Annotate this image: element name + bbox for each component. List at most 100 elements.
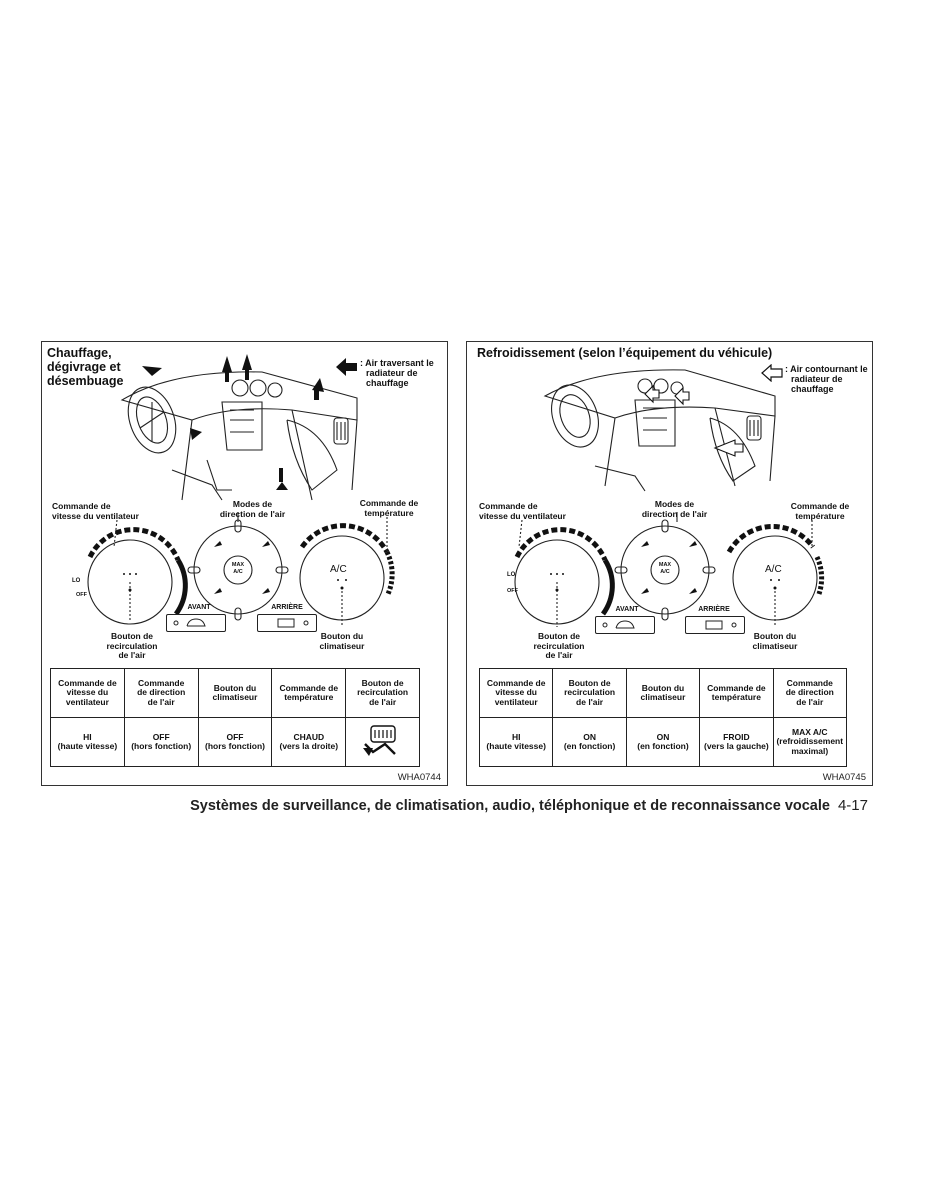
cell-line: de direction bbox=[785, 687, 834, 698]
legend-line: : Air contournant le bbox=[785, 364, 868, 374]
cell-line: (vers la gauche) bbox=[704, 741, 769, 751]
cell-line: (hors fonction) bbox=[205, 741, 265, 751]
legend: : Air traversant le radiateur de chauffa… bbox=[336, 358, 434, 388]
cell-line: (haute vitesse) bbox=[57, 741, 118, 751]
cell-line: Commande de bbox=[279, 682, 339, 693]
table-cell: HI(haute vitesse) bbox=[478, 717, 554, 767]
label-line: vitesse du ventilateur bbox=[479, 510, 566, 521]
title-line: Chauffage, bbox=[47, 346, 112, 360]
label-line: recirculation bbox=[533, 640, 585, 651]
cell-line: température bbox=[711, 692, 761, 702]
section-title: Systèmes de surveillance, de climatisati… bbox=[190, 798, 830, 814]
recirc-label: Bouton de recirculation de l'air bbox=[529, 631, 589, 661]
legend: : Air contournant le radiateur de chauff… bbox=[761, 364, 868, 394]
mark-line: MAX bbox=[658, 562, 672, 568]
table-cell: OFF(hors fonction) bbox=[197, 717, 273, 767]
rear-defrost-label: ARRIÈRE bbox=[698, 606, 730, 613]
page-footer: Systèmes de surveillance, de climatisati… bbox=[0, 797, 868, 814]
cooling-diagram-panel: Refroidissement (selon l’équipement du v… bbox=[466, 341, 873, 786]
front-defrost-label: AVANT bbox=[615, 606, 639, 613]
table-cell: ON(en fonction) bbox=[625, 717, 701, 767]
fan-off-mark: OFF bbox=[507, 588, 518, 594]
mark-line: A/C bbox=[233, 569, 243, 575]
fan-speed-label: Commande de vitesse du ventilateur bbox=[479, 501, 566, 521]
label-line: Commande de bbox=[52, 501, 111, 511]
fan-off-mark: OFF bbox=[76, 592, 87, 598]
label-line: direction de l'air bbox=[219, 508, 286, 519]
cell-line: de l'air bbox=[796, 696, 824, 707]
heating-diagram-panel: Chauffage, dégivrage et désembuage : Air… bbox=[41, 341, 448, 786]
cool-air-arrow-icon bbox=[761, 364, 783, 382]
label-line: Commande de bbox=[479, 501, 538, 511]
label-line: Bouton de bbox=[537, 631, 581, 641]
table-cell: ON(en fonction) bbox=[552, 717, 627, 767]
cell-line: (refroidissement bbox=[776, 736, 844, 747]
table-cell bbox=[345, 717, 420, 767]
label-line: de l'air bbox=[545, 650, 573, 660]
cell-line: HI bbox=[83, 731, 92, 742]
cell-line: Bouton du bbox=[641, 682, 685, 693]
ac-knob-mark: A/C bbox=[765, 564, 782, 575]
label-line: climatiseur bbox=[319, 640, 365, 651]
figure-code: WHA0744 bbox=[397, 772, 441, 783]
control-panel-illustration bbox=[87, 512, 395, 627]
hot-air-arrow-icon bbox=[336, 358, 357, 376]
cell-line: Commande de bbox=[707, 682, 766, 693]
cell-line: CHAUD bbox=[293, 731, 325, 742]
dashboard-illustration bbox=[543, 369, 776, 492]
mark-line: A/C bbox=[660, 569, 670, 575]
cell-line: HI bbox=[511, 731, 521, 742]
max-ac-mark: MAX A/C bbox=[228, 562, 248, 576]
cell-line: Commande bbox=[786, 677, 833, 688]
front-defrost-button[interactable] bbox=[166, 614, 226, 632]
figure-code: WHA0745 bbox=[822, 772, 866, 783]
temperature-label: Commande de température bbox=[354, 498, 424, 518]
cell-line: (en fonction) bbox=[637, 741, 689, 751]
air-mode-label: Modes de direction de l'air bbox=[632, 499, 717, 519]
label-line: Bouton du bbox=[753, 631, 797, 641]
cell-line: climatiseur bbox=[212, 692, 258, 702]
rear-defrost-icon bbox=[277, 618, 309, 628]
title-line: Refroidissement (selon l’équipement du v… bbox=[477, 346, 773, 360]
table-cell: CHAUD(vers la droite) bbox=[271, 717, 347, 767]
panel-title: Chauffage, dégivrage et désembuage bbox=[47, 346, 123, 388]
front-defrost-button[interactable] bbox=[595, 616, 655, 634]
table-cell: HI(haute vitesse) bbox=[50, 717, 125, 767]
legend-line: radiateur de bbox=[791, 374, 843, 384]
cell-line: de direction bbox=[137, 687, 186, 698]
cell-line: recirculation bbox=[564, 687, 616, 698]
temperature-label: Commande de température bbox=[785, 501, 855, 521]
cell-line: ON bbox=[656, 731, 670, 742]
mark-line: MAX bbox=[231, 562, 245, 568]
label-line: vitesse du ventilateur bbox=[52, 510, 139, 521]
fan-lo-mark: LO bbox=[507, 572, 516, 578]
cell-line: ventilateur bbox=[494, 696, 538, 707]
recirc-label: Bouton de recirculation de l'air bbox=[102, 631, 162, 661]
rear-defrost-button[interactable] bbox=[685, 616, 745, 634]
rear-defrost-button[interactable] bbox=[257, 614, 317, 632]
dashboard-illustration bbox=[120, 354, 358, 501]
cell-line: climatiseur bbox=[640, 692, 686, 702]
cell-line: Bouton du bbox=[213, 682, 257, 693]
cell-line: Bouton de bbox=[361, 677, 404, 688]
page-number: 4-17 bbox=[837, 797, 868, 814]
label-line: Commande de bbox=[790, 501, 850, 511]
label-line: Commande de bbox=[359, 498, 419, 508]
cell-line: (en fonction) bbox=[563, 741, 616, 751]
cell-line: FROID bbox=[723, 731, 750, 742]
air-mode-label: Modes de direction de l'air bbox=[210, 499, 295, 519]
cell-line: Commande bbox=[138, 677, 185, 688]
table-cell: OFF(hors fonction) bbox=[123, 717, 199, 767]
rear-defrost-icon bbox=[705, 620, 737, 630]
cell-line: maximal) bbox=[791, 745, 829, 756]
cell-line: de l'air bbox=[369, 696, 397, 707]
ac-label: Bouton du climatiseur bbox=[312, 631, 372, 651]
